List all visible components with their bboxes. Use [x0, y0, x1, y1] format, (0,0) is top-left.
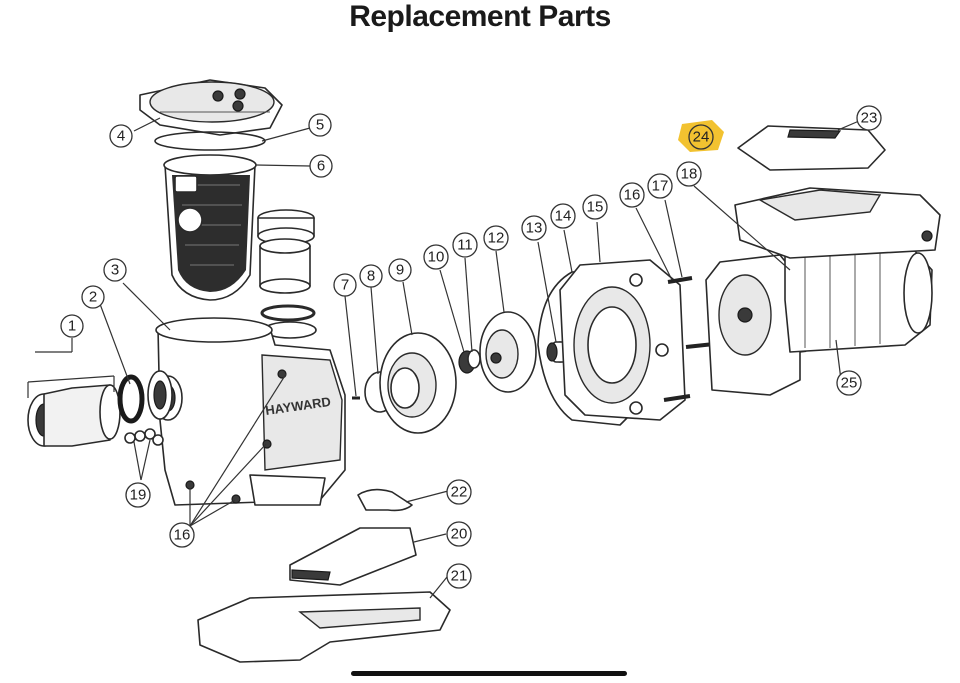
- svg-text:22: 22: [451, 484, 468, 501]
- callout-2: 2: [81, 285, 105, 309]
- callouts: 1 2 3 4 5 6 7 8 9 10 11 12 13 14 15 16 1…: [60, 105, 882, 589]
- union-connector-parts: [257, 209, 317, 339]
- callout-25: 25: [836, 370, 862, 396]
- part-20-base-pad: [289, 527, 417, 586]
- callout-10: 10: [423, 244, 449, 270]
- part-1-union-fitting: [27, 384, 121, 447]
- svg-text:14: 14: [555, 208, 572, 225]
- callout-7: 7: [333, 273, 357, 297]
- callout-6: 6: [309, 154, 333, 178]
- part-24-drive-cover: [737, 125, 886, 171]
- svg-text:3: 3: [111, 262, 119, 279]
- svg-text:15: 15: [587, 199, 604, 216]
- svg-text:2: 2: [89, 289, 97, 306]
- callout-5: 5: [308, 113, 332, 137]
- part-19-drain-plugs: [124, 428, 164, 446]
- leader-lines: [27, 117, 860, 599]
- callout-19: 19: [125, 482, 151, 508]
- part-9-diffuser: [379, 332, 457, 434]
- callout-11: 11: [452, 232, 478, 258]
- svg-text:20: 20: [451, 526, 468, 543]
- part-21-base: [197, 591, 451, 663]
- callout-17: 17: [647, 173, 673, 199]
- part-10-11-seal-assembly: [458, 349, 481, 374]
- part-22-foot-pad: [357, 488, 413, 512]
- svg-text:10: 10: [428, 249, 445, 266]
- callout-3: 3: [103, 258, 127, 282]
- svg-text:18: 18: [681, 166, 698, 183]
- callout-9: 9: [388, 258, 412, 282]
- svg-text:25: 25: [841, 375, 858, 392]
- svg-text:11: 11: [457, 237, 473, 254]
- part-4-strainer-cover: [139, 79, 283, 136]
- svg-text:8: 8: [367, 268, 375, 285]
- part-5-lid-oring: [154, 131, 266, 151]
- svg-text:4: 4: [117, 128, 125, 145]
- svg-text:21: 21: [451, 568, 468, 585]
- svg-text:24: 24: [693, 129, 710, 146]
- svg-text:23: 23: [861, 110, 878, 127]
- part-15-seal-plate: [559, 259, 686, 421]
- svg-text:16: 16: [174, 527, 191, 544]
- svg-text:17: 17: [652, 178, 669, 195]
- callout-23: 23: [856, 105, 882, 131]
- part-6-strainer-basket: [163, 154, 257, 301]
- part-2-union-oring: [117, 374, 145, 424]
- callout-1: 1: [60, 314, 84, 338]
- callout-16-left: 16: [169, 522, 195, 548]
- callout-12: 12: [483, 225, 509, 251]
- callout-18: 18: [676, 161, 702, 187]
- part-3-pump-housing: HAYWARD: [153, 317, 346, 506]
- svg-text:1: 1: [68, 318, 76, 335]
- svg-text:9: 9: [396, 262, 404, 279]
- svg-text:6: 6: [317, 158, 325, 175]
- callout-14: 14: [550, 203, 576, 229]
- page-title: Replacement Parts: [349, 0, 611, 33]
- callout-8: 8: [359, 264, 383, 288]
- svg-text:7: 7: [341, 277, 349, 294]
- svg-text:13: 13: [526, 220, 543, 237]
- part-12-impeller: [479, 311, 537, 393]
- part-25-motor: [705, 239, 933, 396]
- callout-13: 13: [521, 215, 547, 241]
- callout-21: 21: [446, 563, 472, 589]
- svg-text:12: 12: [488, 230, 505, 247]
- callout-20: 20: [446, 521, 472, 547]
- callout-15: 15: [582, 194, 608, 220]
- callout-16-right: 16: [619, 182, 645, 208]
- part-14-housing-gasket: [537, 269, 646, 426]
- drive-cover-label-strip: [787, 129, 842, 139]
- callout-4: 4: [109, 124, 133, 148]
- callout-24: 24: [688, 124, 714, 150]
- callout-22: 22: [446, 479, 472, 505]
- svg-text:19: 19: [130, 487, 147, 504]
- svg-text:16: 16: [624, 187, 641, 204]
- svg-text:5: 5: [316, 117, 324, 134]
- motor-drive-box: [734, 187, 941, 259]
- home-indicator-bar[interactable]: [351, 671, 627, 676]
- housing-inlet-adapter: [147, 370, 173, 420]
